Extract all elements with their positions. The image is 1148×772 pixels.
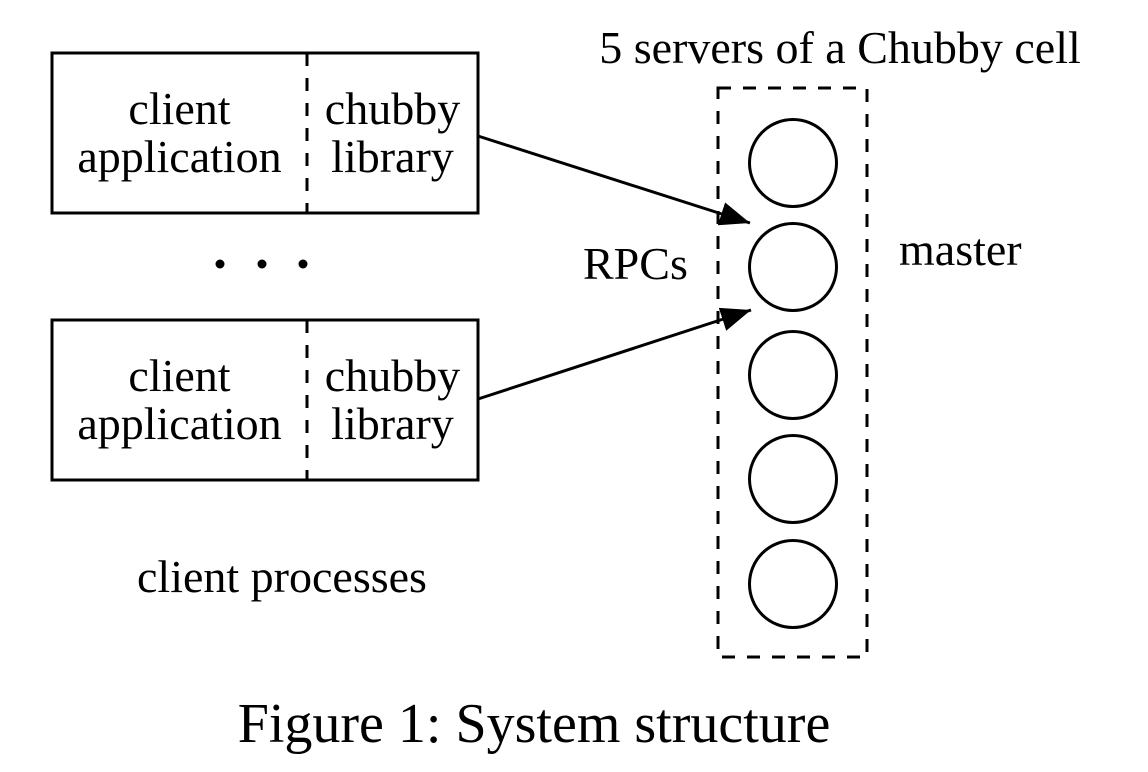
ellipsis-dot	[257, 259, 267, 269]
rpcs-label: RPCs	[583, 238, 688, 289]
client-processes-label: client processes	[137, 551, 427, 602]
server-circle-5	[748, 539, 838, 629]
rpc-arrow-from-client-1	[477, 134, 751, 226]
client-box-1-application-label: client application	[77, 83, 282, 182]
client-box-2	[50, 318, 480, 482]
client-box-2-library-label: chubby library	[324, 350, 461, 449]
server-circle-3	[748, 330, 838, 420]
rpc-arrow-from-client-2	[477, 307, 752, 401]
client-ellipsis-dots	[215, 259, 308, 269]
figure-caption: Figure 1: System structure	[237, 693, 831, 755]
client-box-1	[50, 51, 480, 215]
server-circle-4	[748, 434, 838, 524]
client-box-1-library-label: chubby library	[324, 83, 461, 182]
client-box-1-outline	[50, 51, 480, 215]
cell-title: 5 servers of a Chubby cell	[599, 22, 1081, 73]
client-box-2-application-label: client application	[77, 350, 282, 449]
server-circle-2-master	[748, 222, 838, 312]
ellipsis-dot	[215, 259, 225, 269]
master-label: master	[899, 224, 1022, 275]
chubby-cell-boundary	[716, 86, 869, 659]
server-circles	[748, 118, 838, 629]
client-box-2-outline	[50, 318, 480, 482]
ellipsis-dot	[298, 259, 308, 269]
server-circle-1	[748, 118, 838, 208]
